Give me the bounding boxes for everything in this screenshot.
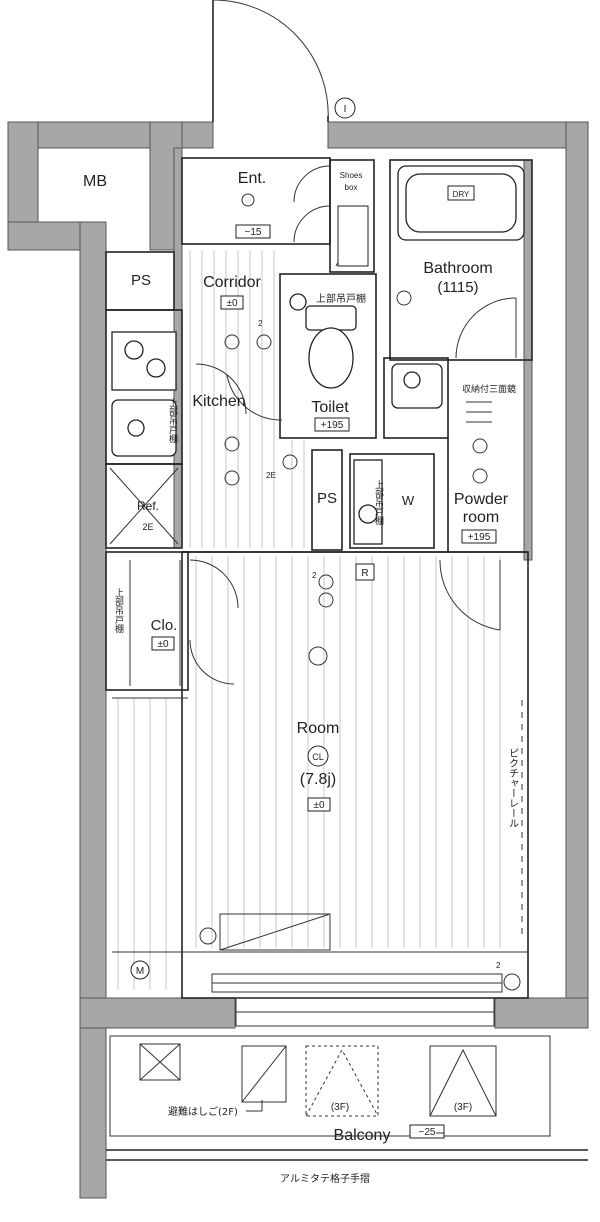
powder-mirror-label: 収納付三面鏡 — [462, 383, 516, 395]
ps-center-label: PS — [317, 490, 337, 507]
marker-r: R — [361, 568, 368, 579]
room-cl-circle — [307, 745, 329, 767]
marker-i: I — [344, 104, 347, 115]
powder-room-label-2: room — [463, 509, 499, 526]
outlet-2-c: 2 — [496, 961, 501, 970]
room-label: Room — [297, 720, 340, 737]
ent-label: Ent. — [238, 170, 266, 187]
room-size: (7.8j) — [300, 771, 336, 788]
room-level: ±0 — [313, 800, 324, 811]
washer-cabinet-label: 上部吊戸棚 — [373, 480, 384, 526]
bathroom-size: (1115) — [437, 279, 478, 296]
marker-r-box — [355, 563, 375, 581]
picture-rail-label: ピクチャーレール — [507, 748, 519, 828]
balcony-3f-b: (3F) — [454, 1102, 472, 1113]
marker-i-circle — [334, 97, 356, 119]
balcony-level: −25 — [419, 1127, 436, 1138]
shoes-box-label-1: Shoes — [340, 171, 363, 180]
bathroom-label: Bathroom — [423, 260, 492, 277]
kitchen-label: Kitchen — [192, 393, 245, 410]
walls — [7, 121, 589, 1199]
powder-room-level: +195 — [468, 532, 491, 543]
closet-level: ±0 — [157, 639, 168, 650]
kitchen-cabinet-label: 上部吊戸棚 — [167, 398, 178, 444]
washer-label: W — [402, 493, 415, 508]
powder-room-label-1: Powder — [454, 491, 509, 508]
outlet-2-b: 2 — [312, 571, 317, 580]
toilet-cabinet-label: 上部吊戸棚 — [316, 292, 366, 305]
balcony-label: Balcony — [334, 1127, 391, 1144]
toilet-label: Toilet — [311, 399, 349, 416]
marker-m: M — [136, 966, 144, 977]
doors — [189, 0, 517, 1027]
room-floor-stripes — [112, 556, 528, 990]
shoes-box-label-2: box — [345, 183, 358, 192]
balcony-ladder-label: 避難はしご(2F) — [168, 1105, 238, 1118]
closet-shelf-label: 上部吊戸棚 — [113, 588, 124, 634]
ent-level: −15 — [245, 227, 262, 238]
fixtures — [106, 165, 588, 1161]
handrail-label: アルミタテ格子手摺 — [280, 1172, 370, 1185]
balcony-3f-a: (3F) — [331, 1102, 349, 1113]
closet-label: Clo. — [151, 617, 178, 634]
marker-m-circle — [130, 960, 150, 980]
fridge-label: Ref. — [137, 499, 159, 513]
room-floor-label: CL — [312, 752, 324, 762]
toilet-level: +195 — [321, 420, 344, 431]
ps-left-label: PS — [131, 272, 151, 289]
corridor-label: Corridor — [203, 274, 261, 291]
mb-label: MB — [83, 173, 107, 190]
bathroom-dry: DRY — [453, 190, 470, 199]
corridor-level: ±0 — [226, 298, 237, 309]
outlet-2-a: 2 — [258, 319, 263, 328]
outlet-2e-a: 2E — [266, 471, 276, 480]
fridge-outlet: 2E — [142, 522, 153, 532]
